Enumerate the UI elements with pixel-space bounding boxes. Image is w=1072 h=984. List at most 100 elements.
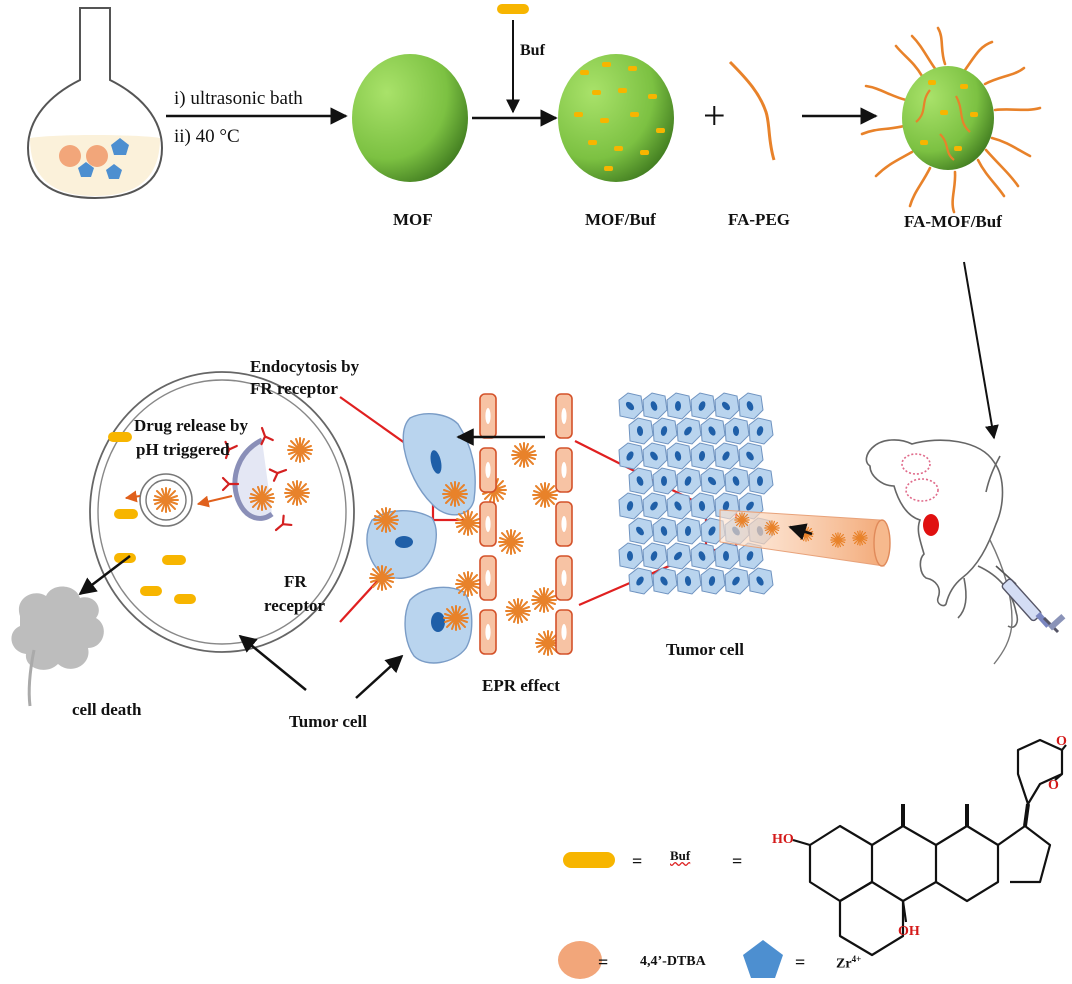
syringe: [995, 565, 1066, 634]
tissue-nucleus: [684, 476, 692, 486]
tissue-nucleus: [722, 501, 730, 511]
tissue-nucleus: [746, 551, 754, 561]
tumor-cell-arrow-right: [355, 654, 404, 699]
tissue-nucleus: [625, 401, 635, 411]
tissue-nucleus: [756, 576, 764, 586]
tissue-nucleus: [756, 476, 764, 486]
legend-eq-4: =: [795, 952, 806, 972]
buf-arrow-label: Buf: [520, 42, 545, 59]
tissue-nucleus: [650, 501, 658, 511]
tumor-cell-arrow-left: [238, 634, 307, 691]
tissue-nucleus: [698, 551, 706, 561]
tumor-cell-diagram: [89, 371, 355, 653]
step1-label: i) ultrasonic bath: [174, 88, 303, 109]
legend-eq-3: =: [598, 952, 609, 972]
fa-mof-buf-label: FA-MOF/Buf: [904, 212, 1002, 231]
fa-peg-chain: [728, 60, 776, 161]
legend-buf-label: Buf: [670, 848, 691, 863]
tumor-tissue: [618, 392, 774, 595]
drug-release-label-line1: Drug release by: [134, 416, 248, 435]
structure-oh-1: HO: [772, 832, 794, 847]
tissue-nucleus: [626, 551, 634, 561]
beam-arrow: [788, 523, 813, 541]
tumor-cell-label-bottom: Tumor cell: [289, 712, 367, 731]
tissue-nucleus: [684, 526, 692, 536]
zr-particle: [111, 138, 129, 155]
tissue-nucleus: [708, 576, 716, 586]
tissue-nucleus: [698, 401, 706, 411]
blood-vessel-left: [479, 393, 497, 655]
tissue-nucleus: [674, 451, 682, 461]
mof-label: MOF: [393, 210, 433, 229]
tissue-nucleus: [650, 401, 658, 411]
epr-effect-label: EPR effect: [482, 676, 560, 695]
tissue-nucleus: [684, 426, 692, 436]
legend-zr-label: Zr4+: [836, 954, 861, 973]
tissue-nucleus: [650, 551, 658, 561]
tissue-nucleus: [746, 401, 754, 411]
cell-death-label: cell death: [72, 700, 142, 719]
tissue-nucleus: [707, 476, 717, 486]
structure-o-lactone: O: [1048, 778, 1059, 793]
buf-pill: [497, 4, 529, 14]
tissue-nucleus: [636, 526, 644, 536]
injection-arrow: [963, 261, 999, 440]
released-buf: [108, 432, 196, 604]
fr-receptor-label-line2: receptor: [264, 596, 326, 615]
tissue-nucleus: [708, 426, 716, 436]
tissue-nucleus: [722, 451, 730, 461]
tumor-cell-label-tissue: Tumor cell: [666, 640, 744, 659]
legend-dtba-label: 4,4’-DTBA: [640, 954, 706, 969]
release-arrow: [196, 495, 233, 508]
dtba-particle: [59, 145, 81, 167]
tissue-nucleus: [626, 501, 634, 511]
tissue-nucleus: [756, 426, 764, 436]
legend-dtba-circle: [558, 941, 602, 979]
fa-peg-label: FA-PEG: [728, 210, 791, 229]
tissue-nucleus: [636, 476, 644, 486]
tissue-nucleus: [626, 451, 634, 461]
beam-end: [873, 519, 891, 567]
structure-o-carbonyl: O: [1056, 734, 1067, 749]
mof-buf-sphere: [558, 54, 674, 182]
tissue-nucleus: [660, 426, 668, 436]
blood-vessel-right: [555, 393, 573, 655]
dead-cell: [11, 586, 104, 707]
zr-particle: [106, 164, 122, 179]
release-arrow-2: [124, 490, 141, 503]
structure-oh-2: OH: [898, 924, 920, 939]
tissue-nucleus: [636, 576, 644, 586]
tissue-nucleus: [684, 576, 692, 586]
tissue-nucleus: [722, 551, 730, 561]
fa-mof-buf-sphere: [860, 26, 1042, 214]
tissue-nucleus: [674, 401, 682, 411]
legend-eq-2: =: [732, 851, 743, 871]
legend-zr-pentagon: [743, 940, 783, 978]
tissue-nucleus: [708, 526, 716, 536]
death-arrow: [78, 555, 131, 596]
tissue-nucleus: [732, 476, 740, 486]
reaction-flask: [26, 7, 164, 200]
mof-sphere: [352, 54, 468, 182]
mouse: [865, 439, 1019, 665]
tissue-nucleus: [636, 426, 644, 436]
tissue-nucleus: [660, 476, 668, 486]
legend-eq-1: =: [632, 851, 643, 871]
drug-release-label-line2: pH triggered: [136, 440, 230, 459]
tissue-nucleus: [673, 551, 683, 561]
step2-label: ii) 40 °C: [174, 126, 240, 147]
tissue-nucleus: [732, 576, 740, 586]
zr-charge: 4+: [851, 954, 862, 964]
fr-receptor-label-line1: FR: [284, 572, 307, 591]
tissue-nucleus: [746, 451, 754, 461]
dtba-particle: [86, 145, 108, 167]
tissue-nucleus: [721, 401, 731, 411]
tissue-nucleus: [698, 501, 706, 511]
bufalin-structure: [792, 738, 1067, 957]
tissue-nucleus: [660, 526, 668, 536]
zr-symbol: Zr: [836, 956, 852, 972]
tissue-nucleus: [660, 576, 668, 586]
endocytosis-label-line1: Endocytosis by: [250, 357, 360, 376]
